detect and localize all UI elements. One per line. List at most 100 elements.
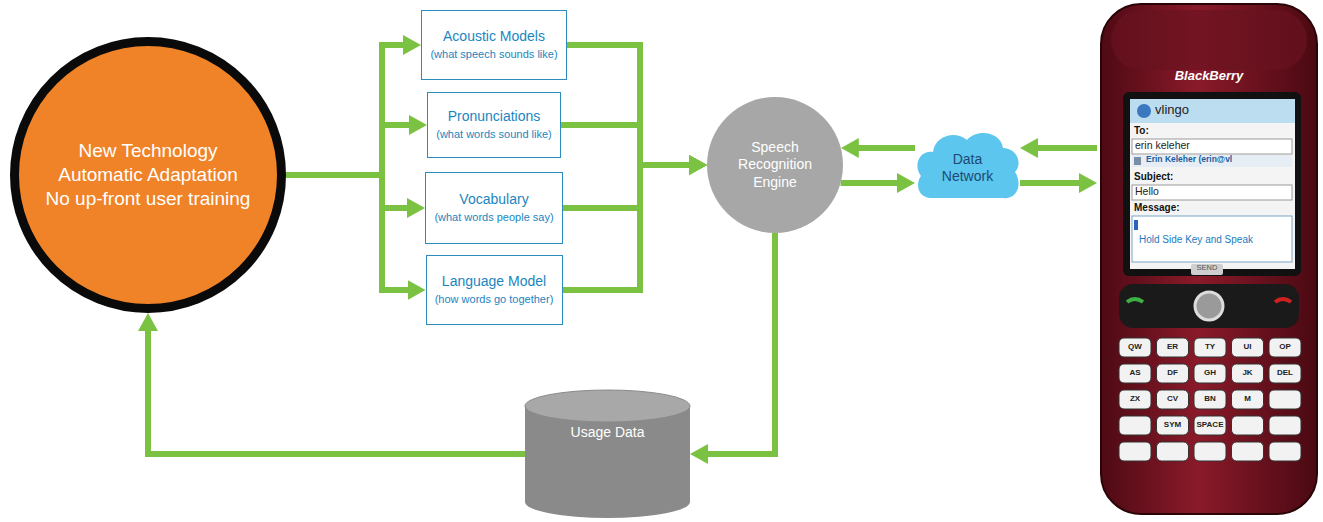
usage-database: Usage Data (525, 390, 690, 518)
phone-body (1101, 4, 1317, 514)
key-label: DEL (1269, 369, 1301, 378)
node-title: Acoustic Models (443, 28, 545, 46)
keyboard-key (1194, 338, 1226, 357)
node-title: Vocabulary (459, 191, 528, 209)
contact-row (1132, 155, 1292, 167)
technology-circle: New Technology Automatic Adaptation No u… (10, 37, 286, 313)
keyboard-key (1269, 390, 1301, 409)
keyboard-key (1232, 390, 1264, 409)
node-title: Speech Recognition Engine (725, 139, 825, 192)
keyboard-key (1119, 442, 1151, 461)
model-box: Pronunciations (what words sound like) (427, 92, 561, 158)
message-field (1132, 216, 1292, 262)
key-label: AS (1119, 369, 1151, 378)
key-label: QW (1119, 343, 1151, 352)
node-title: New Technology Automatic Adaptation No u… (46, 139, 251, 210)
node-text-group: Pronunciations (what words sound like) (428, 93, 560, 157)
send-button (1191, 264, 1223, 275)
keyboard-key (1194, 442, 1226, 461)
flow-arrow (563, 165, 698, 290)
keyboard-key (1119, 390, 1151, 409)
key-label: CV (1157, 395, 1189, 404)
keyboard-key (1232, 338, 1264, 357)
keyboard-key (1269, 338, 1301, 357)
key-label: ER (1157, 343, 1189, 352)
app-icon (1137, 104, 1151, 118)
key-label: SYM (1157, 421, 1189, 430)
key-label: BN (1194, 395, 1226, 404)
key-label: ZX (1119, 395, 1151, 404)
key-label: TY (1194, 343, 1226, 352)
key-label: M (1232, 395, 1264, 404)
model-box: Language Model(how words go together) (426, 255, 563, 325)
keyboard-key (1194, 364, 1226, 383)
keyboard-key (1194, 390, 1226, 409)
node-subtitle: (what words sound like) (436, 128, 552, 142)
key-label: UI (1232, 343, 1264, 352)
screen-text: vlingo (1155, 103, 1189, 117)
node-title: BlackBerry (1175, 68, 1244, 84)
node-text-group: Speech Recognition Engine (707, 97, 843, 233)
node-text-group: Acoustic Models (what speech sounds like) (422, 11, 566, 79)
keyboard-key (1119, 416, 1151, 435)
keyboard-key (1119, 338, 1151, 357)
phone-device: BlackBerry (1097, 2, 1321, 517)
node-title: Language Model (442, 273, 546, 291)
cylinder-top (525, 390, 690, 422)
key-label: GH (1194, 369, 1226, 378)
keyboard-key (1157, 416, 1189, 435)
flow-arrow (1020, 180, 1087, 186)
keyboard (1119, 338, 1301, 461)
key-label: SPACE (1194, 421, 1226, 430)
to-field (1132, 139, 1292, 154)
flow-arrow (148, 323, 525, 454)
key-label: OP (1269, 343, 1301, 352)
flow-arrow (567, 45, 697, 165)
node-title: Pronunciations (448, 108, 541, 126)
keyboard-key (1157, 442, 1189, 461)
cloud-outline (917, 133, 1018, 198)
title-bar (1130, 99, 1295, 123)
keyboard-key (1119, 364, 1151, 383)
end-key (1275, 299, 1291, 302)
model-box: Vocabulary (what words people say) (425, 172, 563, 244)
key-label: JK (1232, 369, 1264, 378)
circle-outline (707, 97, 843, 233)
text-cursor (1134, 220, 1138, 230)
screen-text: Hello (1135, 186, 1159, 198)
node-title: Usage Data (571, 424, 645, 442)
flow-arrow (1030, 145, 1097, 151)
node-text-group: Vocabulary (what words people say) (426, 173, 562, 243)
keyboard-key (1157, 338, 1189, 357)
node-text-group: Data Network (915, 128, 1020, 208)
screen-bezel (1123, 92, 1301, 276)
keyboard-key (1232, 416, 1264, 435)
screen-text: Hold Side Key and Speak (1139, 234, 1253, 245)
node-text-group: Usage Data (525, 390, 690, 518)
flow-arrow (286, 45, 411, 175)
flow-arrow (563, 165, 697, 208)
flow-arrow (841, 180, 905, 186)
cylinder-body (525, 406, 690, 518)
node-text-group: New Technology Automatic Adaptation No u… (10, 37, 286, 313)
keyboard-key (1232, 364, 1264, 383)
flow-arrow (286, 175, 415, 208)
phone-top (1111, 10, 1307, 70)
screen-text: To: (1134, 125, 1149, 136)
node-text-group: Language Model(how words go together) (427, 256, 562, 324)
screen-text: Subject: (1134, 171, 1173, 182)
screen-text: Message: (1134, 202, 1180, 213)
keyboard-key (1269, 416, 1301, 435)
flow-arrow (286, 125, 417, 175)
screen-text: SEND (1191, 264, 1223, 272)
subject-field (1132, 185, 1292, 200)
flow-arrow (561, 125, 697, 165)
call-key (1127, 299, 1143, 302)
node-subtitle: (what speech sounds like) (430, 48, 557, 62)
node-subtitle: (what words people say) (434, 211, 553, 225)
keyboard-key (1157, 390, 1189, 409)
node-shape (525, 390, 690, 518)
circle-outline (15, 42, 282, 309)
screen-text: Erin Keleher (erin@vl (1146, 155, 1232, 164)
